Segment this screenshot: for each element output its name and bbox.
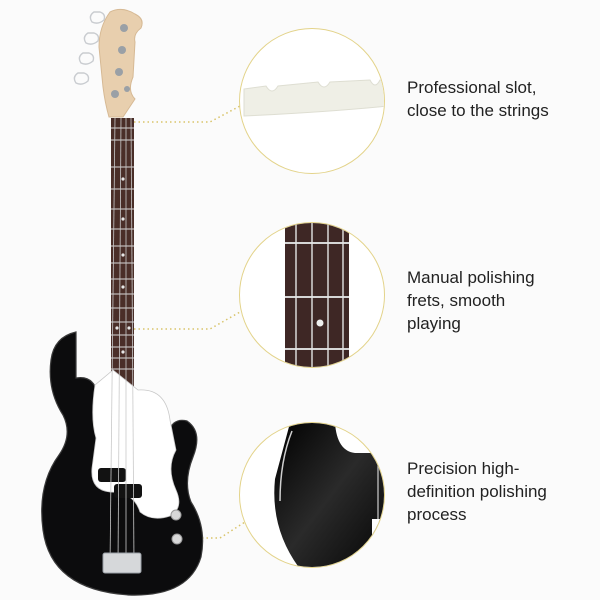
bass-guitar — [41, 8, 204, 596]
nut-icon — [243, 79, 384, 117]
callout-finish-closeup — [239, 422, 385, 568]
feature-label-frets: Manual polishing frets, smooth playing — [407, 268, 535, 333]
feature-label-nut: Professional slot, close to the strings — [407, 78, 549, 120]
callout-fretboard-closeup — [239, 222, 385, 368]
bridge — [102, 552, 142, 574]
tuner-keys — [73, 11, 106, 85]
callout-nut-closeup — [239, 28, 385, 174]
feature-label-finish: Precision high- definition polishing pro… — [407, 459, 547, 524]
fretboard-icon — [285, 223, 349, 367]
body-finish-icon — [274, 423, 384, 567]
headstock — [98, 8, 143, 118]
